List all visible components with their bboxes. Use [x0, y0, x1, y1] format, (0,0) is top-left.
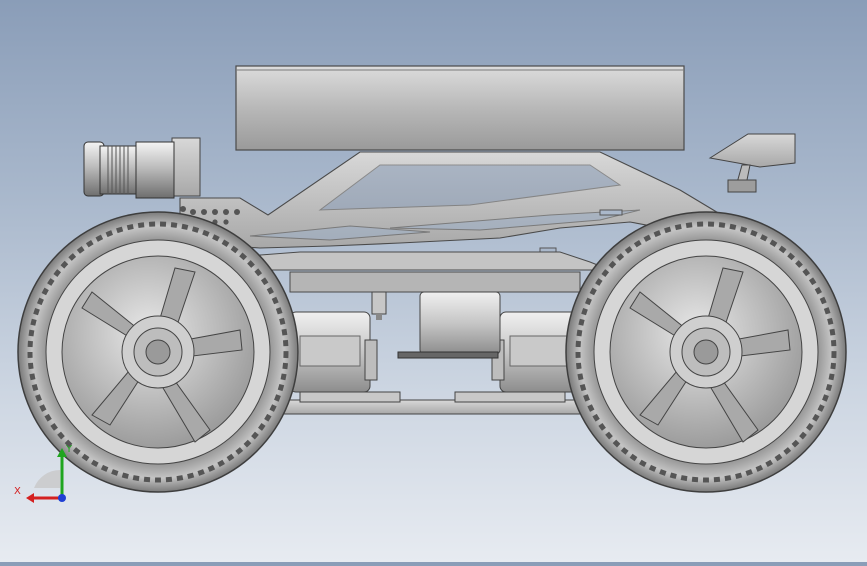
z-axis-icon [34, 470, 60, 488]
rear-spoiler[interactable] [708, 133, 796, 193]
battery-box[interactable] [235, 65, 685, 151]
rear-motor[interactable] [491, 311, 581, 393]
front-motor[interactable] [289, 311, 378, 393]
center-board[interactable] [371, 291, 501, 359]
x-axis-label: X [14, 486, 21, 497]
front-wheel[interactable] [17, 211, 299, 493]
camera-module[interactable] [83, 137, 201, 199]
coordinate-triad: X Y [10, 440, 80, 510]
z-origin-icon [58, 494, 66, 502]
rear-wheel[interactable] [565, 211, 847, 493]
chassis-frame[interactable] [179, 151, 732, 293]
y-axis-label: Y [65, 444, 73, 455]
